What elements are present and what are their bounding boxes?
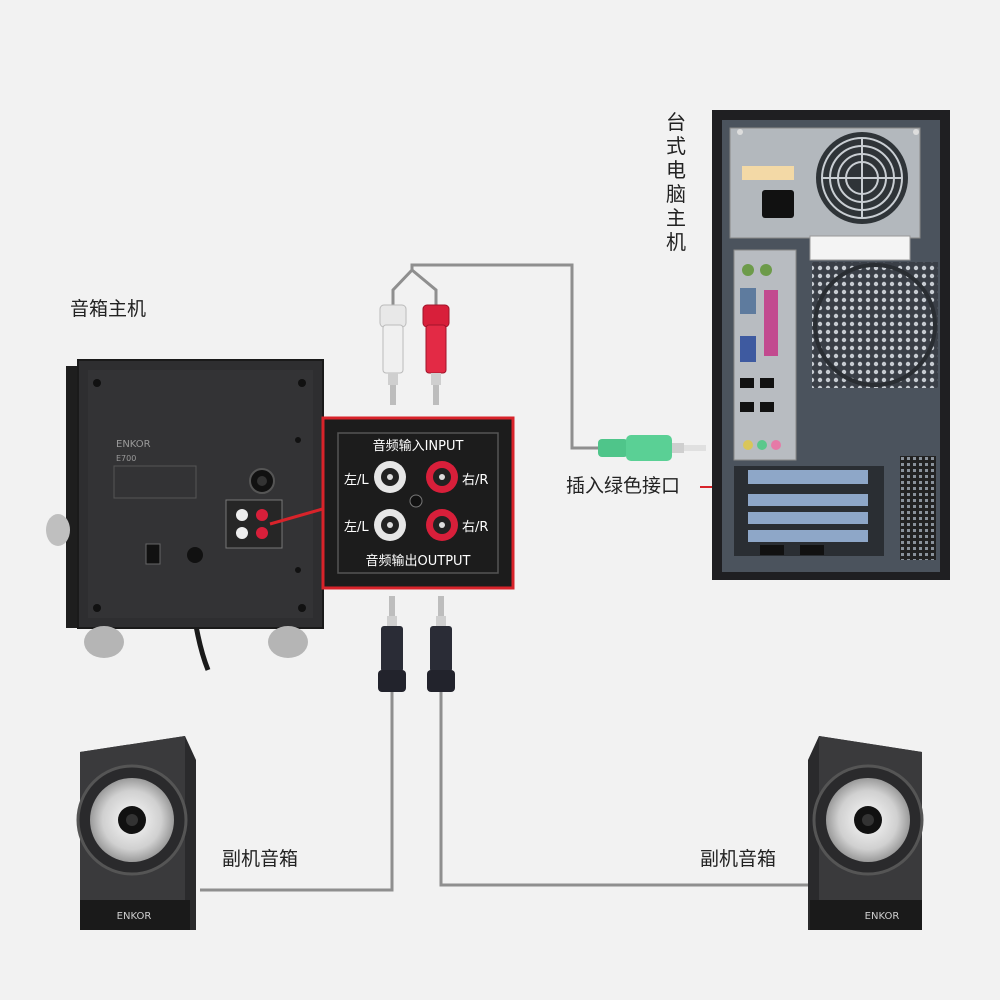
rca-plug-black-left <box>378 596 406 692</box>
rca-jack-output-left <box>374 509 406 541</box>
rating-label-area <box>113 465 197 499</box>
panel-label-left-top: 左/L <box>344 473 369 488</box>
rca-jack-output-right <box>426 509 458 541</box>
left-speaker-brand: ENKOR <box>117 911 152 922</box>
panel-input-title: 音频输入INPUT <box>373 438 464 454</box>
audio-io-panel: 音频输入INPUT 音频输出OUTPUT 左/L 右/R 左/L 右/R <box>321 416 515 590</box>
foot-left <box>84 626 124 658</box>
foot-right <box>268 626 308 658</box>
green-audio-jack <box>598 435 706 461</box>
right-speaker-brand: ENKOR <box>865 911 900 922</box>
satellite-speaker-left: ENKOR <box>76 736 196 930</box>
panel-label-right-bottom: 右/R <box>462 520 488 535</box>
rca-input-cable <box>391 263 600 450</box>
panel-output-title: 音频输出OUTPUT <box>366 553 471 569</box>
audio-ports-icon <box>743 440 781 450</box>
satellite-right-label: 副机音箱 <box>700 848 777 870</box>
main-unit-brand: ENKOR <box>116 439 151 450</box>
plug-green-label: 插入绿色接口 <box>566 475 681 497</box>
desktop-pc-tower <box>712 110 950 580</box>
satellite-speaker-right: ENKOR <box>808 736 924 930</box>
main-unit-model: E700 <box>116 454 136 463</box>
main-speaker-unit: ENKOR E700 <box>46 359 324 658</box>
main-unit-label: 音箱主机 <box>70 298 147 320</box>
desktop-pc-label: 台式电脑主机 <box>666 110 686 254</box>
panel-label-right-top: 右/R <box>462 473 488 488</box>
rca-plug-red <box>422 304 450 405</box>
satellite-left-label: 副机音箱 <box>222 848 299 870</box>
rca-jack-input-left <box>374 461 406 493</box>
rca-plug-white <box>379 304 407 405</box>
panel-label-left-bottom: 左/L <box>344 520 369 535</box>
power-switch-icon <box>145 543 161 565</box>
rca-plug-black-right <box>427 596 455 692</box>
rca-jack-input-right <box>426 461 458 493</box>
output-cable-left <box>200 690 394 892</box>
output-cable-right <box>439 690 815 887</box>
callout-line <box>269 506 327 526</box>
